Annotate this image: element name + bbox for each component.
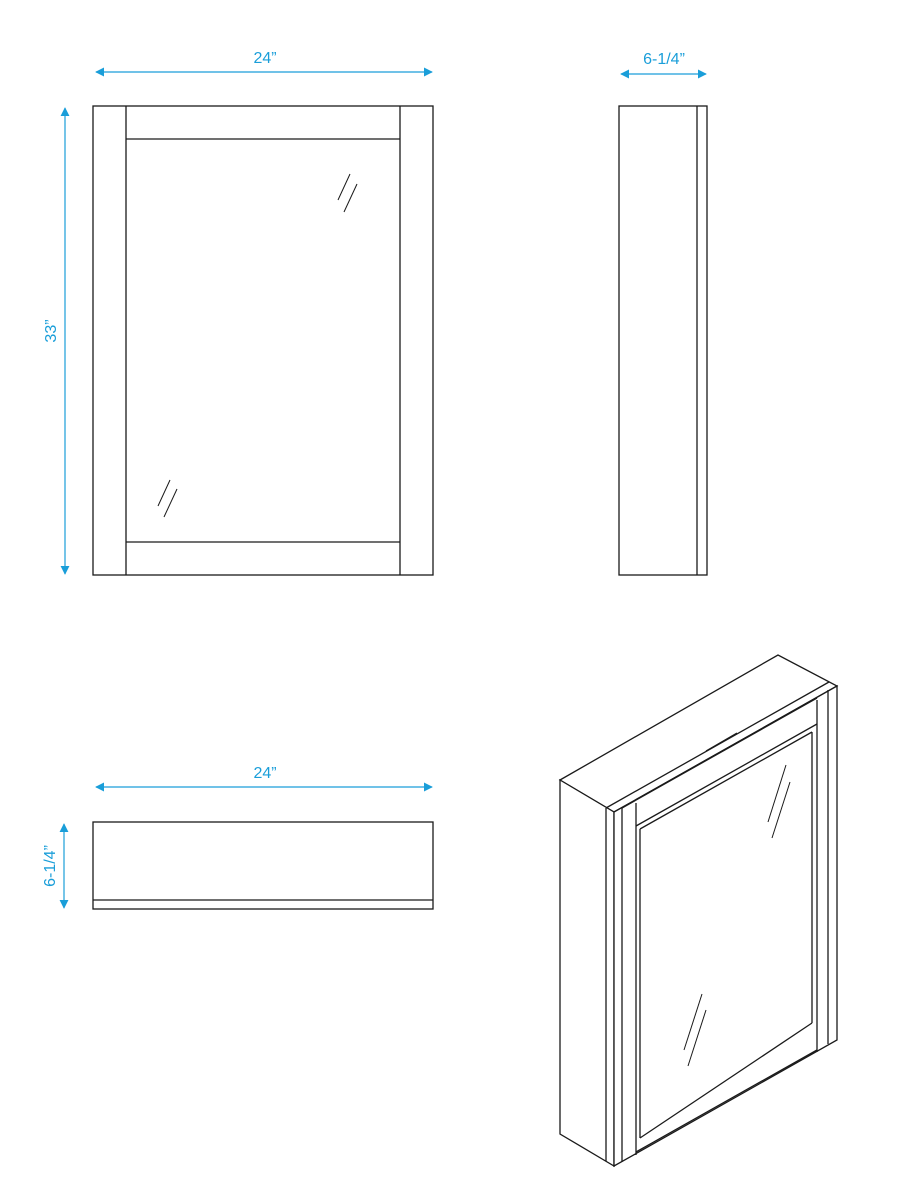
top-depth-label: 6-1/4” <box>42 845 59 887</box>
top-view <box>92 821 434 910</box>
iso-top-rail-outer <box>621 697 818 809</box>
side-view <box>618 105 708 576</box>
top-depth-dimension: 6-1/4” <box>42 823 69 909</box>
front-outer-frame <box>92 105 434 576</box>
top-width-dimension: 24” <box>95 765 433 792</box>
iso-glass-bottom <box>639 1022 813 1139</box>
side-depth-dimension: 6-1/4” <box>620 51 707 79</box>
iso-bottom-rail <box>635 1049 818 1153</box>
side-depth-label: 6-1/4” <box>643 51 685 68</box>
front-height-dimension: 33” <box>43 107 70 575</box>
front-view <box>92 105 434 576</box>
iso-top-rail-inner <box>635 723 818 827</box>
front-width-label: 24” <box>253 50 276 67</box>
iso-glass-reflection-top <box>767 764 791 839</box>
front-glass-reflection-bottom <box>157 479 178 518</box>
front-glass-reflection-top <box>337 173 358 213</box>
iso-glass-top <box>639 731 813 830</box>
front-width-dimension: 24” <box>95 50 433 77</box>
front-height-label: 33” <box>43 319 60 342</box>
top-width-label: 24” <box>253 765 276 782</box>
iso-glass-reflection-bottom <box>683 993 707 1067</box>
iso-top-notch <box>705 732 738 752</box>
side-outer-frame <box>618 105 708 576</box>
top-outer-frame <box>92 821 434 910</box>
isometric-view <box>558 654 839 1168</box>
